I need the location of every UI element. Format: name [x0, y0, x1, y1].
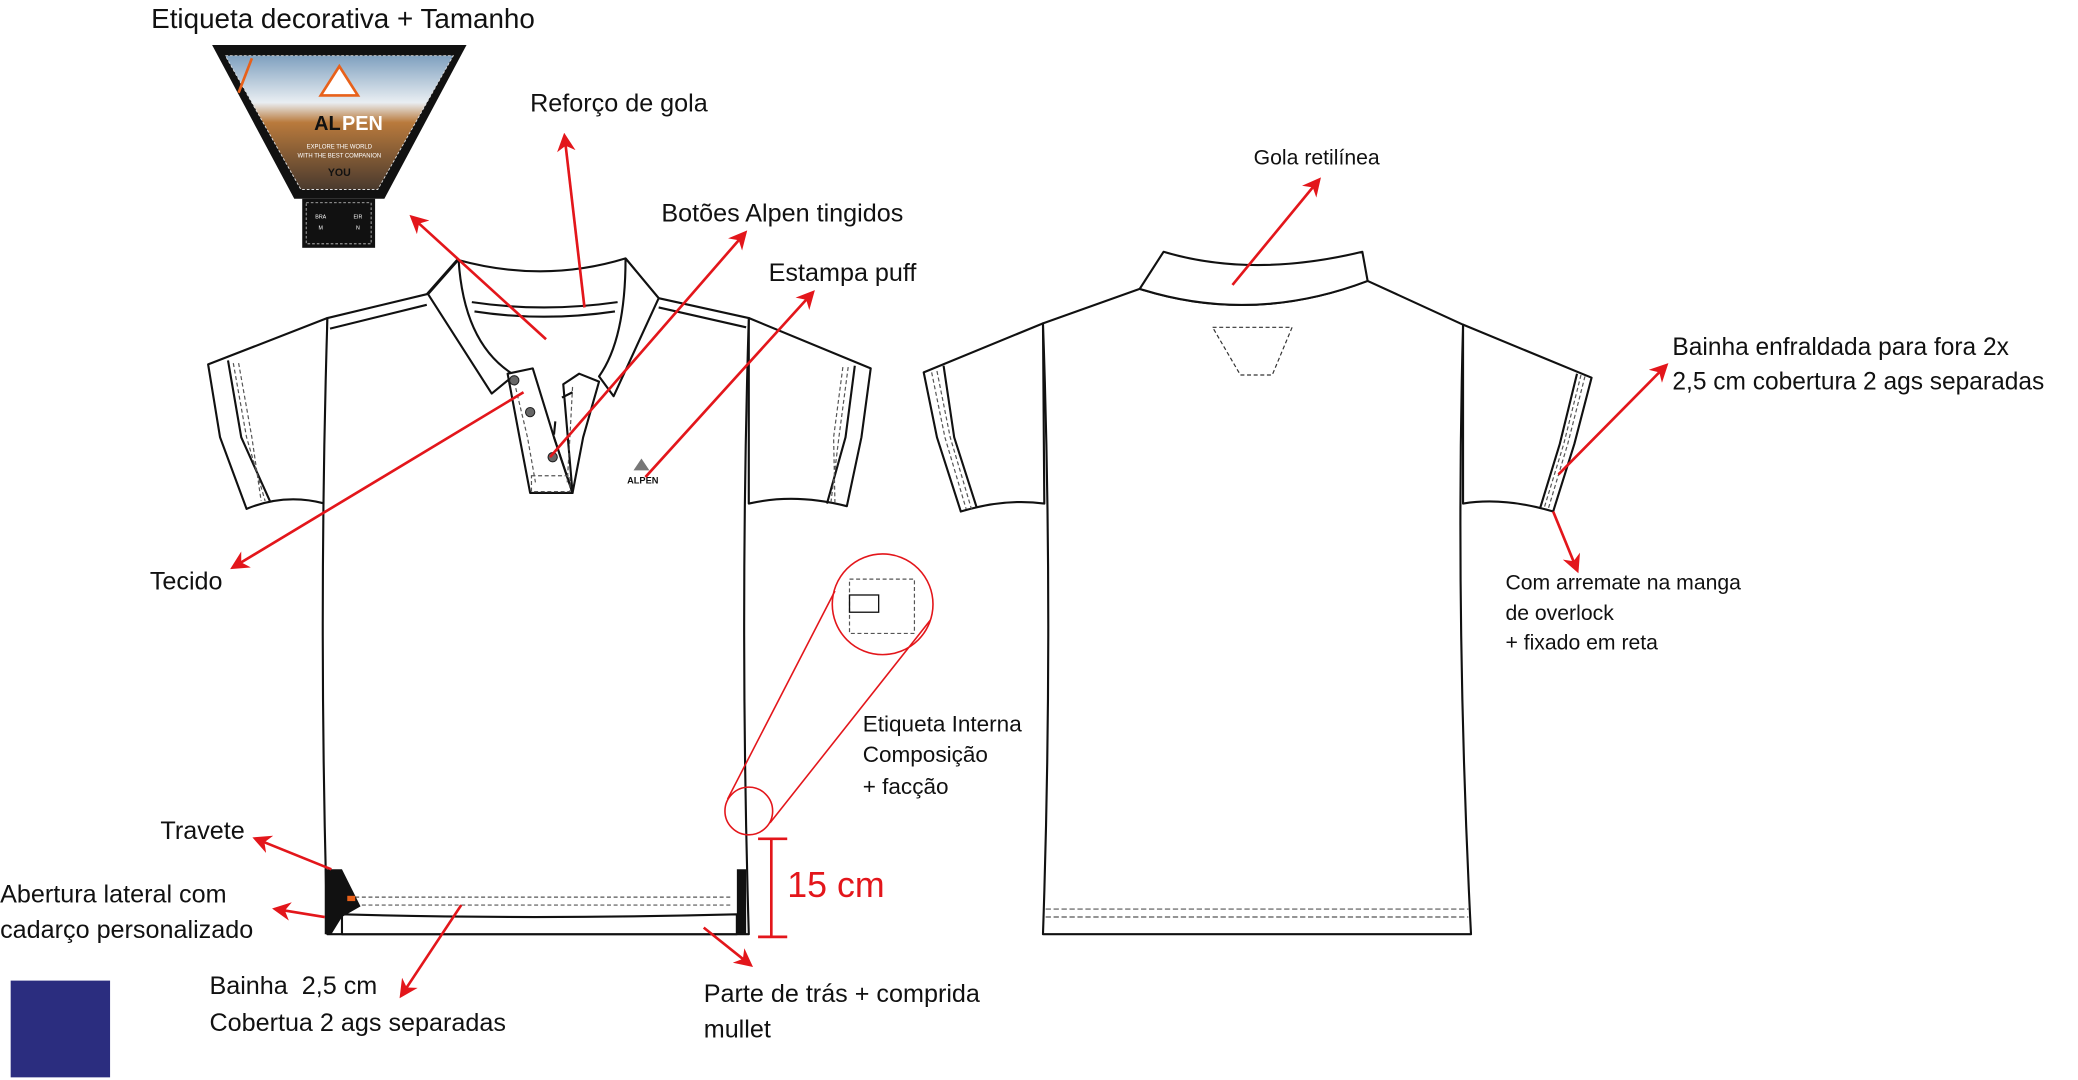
arrow-bainha-manga	[1557, 363, 1669, 476]
decorative-tag: AL PEN EXPLORE THE WORLD WITH THE BEST C…	[212, 45, 467, 248]
label-estampa: Estampa puff	[769, 259, 918, 287]
arrow-estampa	[644, 290, 815, 478]
right-sleeve	[747, 316, 872, 508]
back-left-sleeve	[922, 322, 1046, 513]
chest-logo-text: ALPEN	[627, 476, 659, 486]
size-tab-text: EIR	[353, 215, 362, 221]
tag-tagline-1: EXPLORE THE WORLD	[307, 144, 373, 150]
annotation-arrows	[230, 132, 1669, 999]
side-vent-left	[324, 869, 361, 935]
dimension-label: 15 cm	[787, 865, 884, 905]
fabric-color-swatch	[10, 980, 111, 1078]
arrow-travete	[252, 835, 332, 871]
size-tab-text: BRA	[315, 215, 326, 221]
front-body	[321, 257, 750, 936]
arrow-reforco	[557, 132, 586, 308]
chest-logo-icon	[633, 458, 650, 471]
label-arremate: Com arremate na manga	[1505, 572, 1741, 595]
label-bainha: Cobertua 2 ags separadas	[209, 1009, 505, 1037]
annotation-labels: Etiqueta decorativa + Tamanho Reforço de…	[0, 3, 2044, 1044]
back-shirt-drawing	[922, 250, 1593, 936]
front-shirt-drawing: ALPEN	[207, 257, 872, 936]
inner-label-callout	[724, 553, 934, 836]
label-tecido: Tecido	[150, 568, 223, 596]
arrow-gola	[1231, 177, 1321, 286]
label-abertura: cadarço personalizado	[0, 916, 253, 944]
arrow-abertura	[272, 902, 325, 921]
label-bainha-manga: 2,5 cm cobertura 2 ags separadas	[1672, 369, 2044, 396]
left-sleeve	[207, 316, 329, 510]
label-parte-tras: Parte de trás + comprida	[704, 980, 980, 1008]
tag-you: YOU	[328, 167, 351, 179]
label-gola-retilinea: Gola retilínea	[1254, 146, 1380, 169]
label-arremate: de overlock	[1505, 602, 1614, 625]
size-tab-text: N	[356, 225, 360, 231]
arrow-bainha	[399, 904, 463, 999]
label-travete: Travete	[160, 817, 244, 845]
arrow-tecido	[230, 391, 525, 570]
button	[524, 406, 536, 418]
label-etiqueta-interna: + facção	[863, 774, 949, 799]
label-etiqueta-interna: Etiqueta Interna	[863, 711, 1022, 736]
label-abertura: Abertura lateral com	[0, 880, 227, 908]
button	[509, 375, 520, 386]
label-parte-tras: mullet	[704, 1016, 771, 1044]
length-dimension: 15 cm	[758, 837, 885, 939]
label-reforco-gola: Reforço de gola	[530, 89, 708, 117]
tag-tagline-2: WITH THE BEST COMPANION	[297, 154, 381, 160]
label-botoes: Botões Alpen tingidos	[661, 199, 903, 227]
label-bainha-manga: Bainha enfraldada para fora 2x	[1672, 334, 2008, 361]
label-etiqueta-interna: Composição	[863, 742, 988, 767]
arrow-etiqueta	[409, 214, 547, 341]
collar-right	[597, 257, 660, 398]
label-bainha: Bainha 2,5 cm	[209, 972, 377, 1000]
size-tab-text: M	[319, 225, 323, 231]
back-body	[1041, 279, 1473, 936]
arrow-botoes	[549, 230, 748, 459]
back-collar	[1138, 250, 1369, 307]
tag-brand: PEN	[342, 113, 383, 135]
tag-brand-accent: AL	[314, 113, 340, 135]
arrow-arremate	[1551, 511, 1580, 574]
back-right-sleeve	[1461, 323, 1593, 513]
label-etiqueta-decorativa: Etiqueta decorativa + Tamanho	[151, 3, 535, 34]
label-arremate: + fixado em reta	[1505, 631, 1658, 654]
side-vent-right	[736, 869, 747, 935]
arrow-parte-tras	[702, 926, 754, 968]
